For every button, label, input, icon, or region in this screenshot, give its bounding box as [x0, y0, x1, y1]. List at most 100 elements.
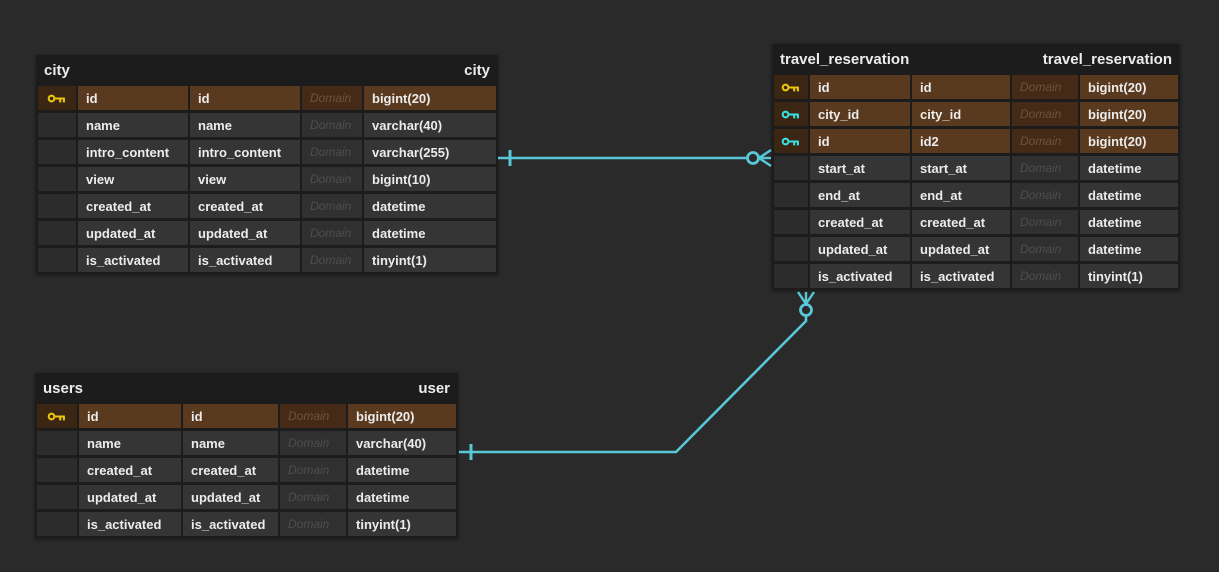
column-name-cell: is_activated	[79, 512, 181, 536]
key-head	[47, 412, 56, 420]
key-cell	[774, 102, 808, 126]
primary-key-icon	[781, 83, 799, 91]
column-name-cell: name	[79, 431, 181, 455]
column-domain-cell: Domain	[1012, 102, 1078, 126]
column-name-cell: id	[810, 75, 910, 99]
column-type-cell: tinyint(1)	[348, 512, 456, 536]
key-cell	[774, 210, 808, 234]
key-shaft	[54, 414, 65, 420]
column-type-cell: datetime	[364, 221, 496, 245]
column-domain-cell: Domain	[1012, 183, 1078, 207]
column-type-cell: bigint(20)	[1080, 75, 1178, 99]
column-domain-cell: Domain	[302, 113, 362, 137]
column-domain-cell: Domain	[302, 140, 362, 164]
column-domain-cell: Domain	[1012, 237, 1078, 261]
column-name-cell: updated_at	[810, 237, 910, 261]
column-name-cell: view	[78, 167, 188, 191]
key-cell	[38, 140, 76, 164]
column-logical-name-cell: updated_at	[183, 485, 278, 509]
key-cell	[38, 248, 76, 272]
column-name-cell: intro_content	[78, 140, 188, 164]
column-logical-name-cell: name	[190, 113, 300, 137]
column-logical-name-cell: id2	[912, 129, 1010, 153]
key-cell	[37, 512, 77, 536]
cardinality-zero-circle	[746, 151, 760, 165]
key-cell	[37, 458, 77, 482]
foreign-key-icon	[781, 110, 799, 118]
crow-foot-prong	[805, 291, 815, 305]
table-logical-name: city	[464, 61, 490, 79]
relationship-city-to-travel_reservation[interactable]	[498, 149, 772, 167]
key-cell	[37, 431, 77, 455]
column-name-cell: name	[78, 113, 188, 137]
column-domain-cell: Domain	[280, 404, 346, 428]
key-cell	[38, 221, 76, 245]
column-logical-name-cell: name	[183, 431, 278, 455]
column-type-cell: tinyint(1)	[1080, 264, 1178, 288]
column-domain-cell: Domain	[280, 512, 346, 536]
column-type-cell: bigint(20)	[1080, 102, 1178, 126]
primary-key-icon	[47, 94, 65, 102]
table-title-bar[interactable]: city city	[38, 57, 496, 83]
column-name-cell: created_at	[810, 210, 910, 234]
column-type-cell: datetime	[1080, 237, 1178, 261]
column-domain-cell: Domain	[302, 86, 362, 110]
key-shaft	[788, 112, 799, 118]
column-name-cell: is_activated	[810, 264, 910, 288]
relationship-line	[459, 316, 808, 454]
column-type-cell: varchar(40)	[348, 431, 456, 455]
column-name-cell: updated_at	[79, 485, 181, 509]
column-type-cell: datetime	[348, 485, 456, 509]
column-name-cell: created_at	[78, 194, 188, 218]
column-logical-name-cell: id	[190, 86, 300, 110]
relationship-users-to-travel_reservation[interactable]	[459, 291, 815, 460]
column-domain-cell: Domain	[280, 431, 346, 455]
column-domain-cell: Domain	[302, 194, 362, 218]
column-name-cell: id	[810, 129, 910, 153]
column-type-cell: tinyint(1)	[364, 248, 496, 272]
cardinality-zero-circle	[799, 303, 813, 317]
table-physical-name: city	[44, 61, 70, 79]
column-domain-cell: Domain	[1012, 210, 1078, 234]
column-domain-cell: Domain	[280, 485, 346, 509]
column-type-cell: varchar(255)	[364, 140, 496, 164]
column-domain-cell: Domain	[302, 248, 362, 272]
column-logical-name-cell: updated_at	[912, 237, 1010, 261]
column-domain-cell: Domain	[302, 167, 362, 191]
column-name-cell: start_at	[810, 156, 910, 180]
column-type-cell: bigint(10)	[364, 167, 496, 191]
column-type-cell: bigint(20)	[348, 404, 456, 428]
column-logical-name-cell: is_activated	[190, 248, 300, 272]
column-type-cell: varchar(40)	[364, 113, 496, 137]
key-cell	[38, 113, 76, 137]
column-name-cell: created_at	[79, 458, 181, 482]
column-name-cell: end_at	[810, 183, 910, 207]
column-logical-name-cell: end_at	[912, 183, 1010, 207]
